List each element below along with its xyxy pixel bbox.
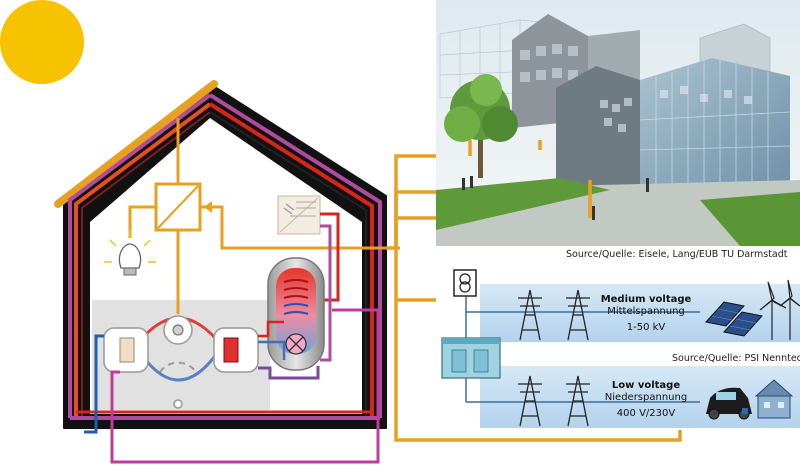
- pylon-icon: [518, 375, 542, 427]
- substation-icon: [441, 337, 501, 379]
- pylon-icon: [566, 375, 590, 427]
- building-photo: [436, 0, 800, 246]
- solar-array-icon: [705, 301, 763, 337]
- inverter-box: [154, 182, 202, 232]
- pylon-icon: [566, 289, 590, 341]
- solar-panel-icon: [277, 195, 321, 235]
- light-bulb-icon: [104, 230, 156, 276]
- photo-source-caption: Source/Quelle: Eisele, Lang/EUB TU Darms…: [566, 249, 788, 260]
- house-icon: [754, 379, 794, 419]
- transformer-icon: [453, 269, 477, 297]
- low-voltage-range: 400 V/230V: [616, 408, 676, 419]
- low-voltage-label: Low voltage Niederspannung 400 V/230V: [600, 380, 692, 420]
- medium-voltage-label: Medium voltage Mittelspannung 1-50 kV: [600, 294, 692, 334]
- pink-loop: [110, 308, 380, 464]
- purple-pipe: [258, 366, 320, 380]
- medium-voltage-subtitle: Mittelspannung: [607, 306, 685, 317]
- grid-source-caption: Source/Quelle: PSI Nenntec: [672, 353, 800, 364]
- low-voltage-subtitle: Niederspannung: [604, 392, 688, 403]
- wind-turbine-icon: [759, 279, 800, 340]
- storage-tank: [267, 257, 325, 371]
- low-voltage-title: Low voltage: [611, 380, 681, 391]
- blue-pipe: [84, 334, 104, 434]
- electric-car-icon: [706, 387, 752, 420]
- pylon-icon: [518, 289, 542, 341]
- tree: [444, 74, 518, 178]
- medium-voltage-title: Medium voltage: [600, 294, 692, 305]
- photo-wiring: [468, 140, 592, 218]
- pink-pipe: [320, 224, 332, 362]
- heat-pump: [103, 315, 286, 409]
- arrow-head: [204, 201, 212, 213]
- medium-voltage-range: 1-50 kV: [626, 322, 666, 333]
- sun-icon: [0, 0, 84, 84]
